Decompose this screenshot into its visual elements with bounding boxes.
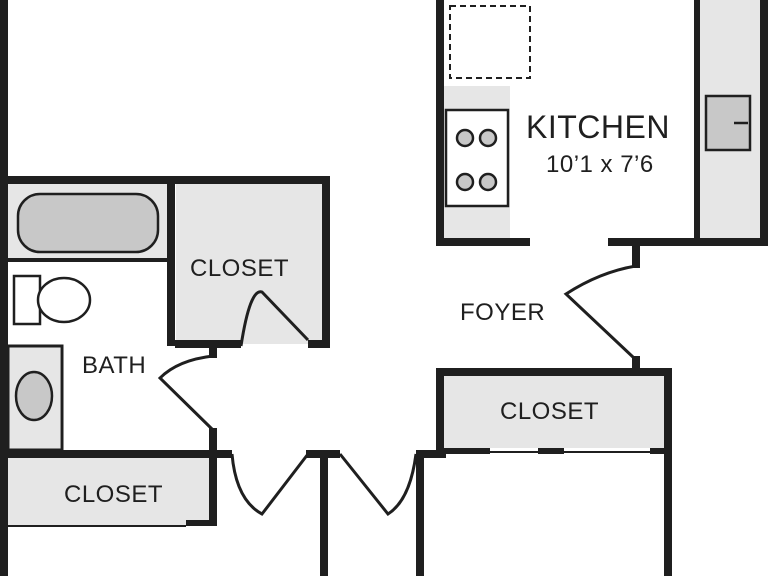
bath-label: BATH [82,352,146,379]
foyer-label: FOYER [460,299,545,326]
closet-upper-label: CLOSET [190,255,289,282]
toilet-icon [12,274,92,326]
closet-upper-area [176,184,322,344]
closet-lower-area [8,458,212,526]
refrigerator-outline-icon [449,5,531,79]
doors [157,264,637,516]
stove-icon [444,108,510,208]
closet-right-label: CLOSET [500,398,599,425]
closet-right-area [441,376,667,448]
kitchen-label: KITCHEN [526,109,670,145]
bath-sink-border [6,344,64,452]
sink-icon [704,94,752,152]
bathtub-icon [16,192,160,254]
closet-lower-label: CLOSET [64,481,163,508]
kitchen-dimensions: 10’1 x 7’6 [546,151,654,178]
tub-ledge [8,258,168,262]
bath-sink-icon [14,370,54,422]
